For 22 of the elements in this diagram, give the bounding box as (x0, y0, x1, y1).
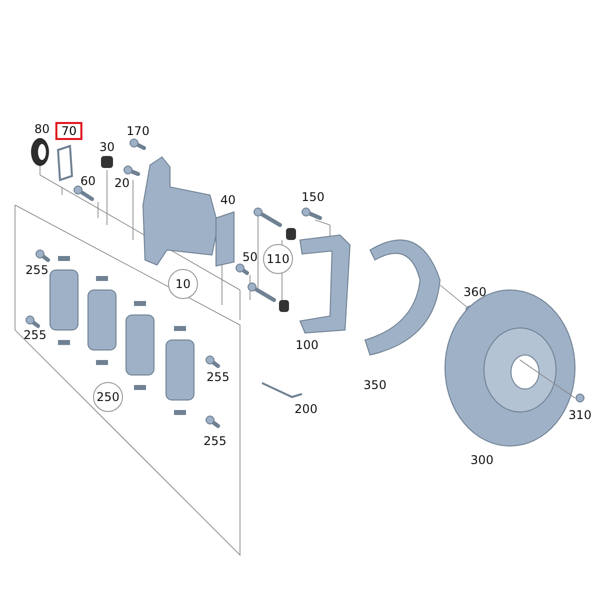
callout-number: 100 (296, 338, 318, 352)
callout-number: 50 (242, 250, 258, 264)
callout-number: 40 (220, 193, 236, 207)
callout-number: 30 (99, 140, 115, 154)
callout-number: 170 (126, 124, 150, 138)
callout-number: 60 (80, 174, 96, 188)
callout-number: 200 (294, 402, 318, 416)
callout-number: 255 (26, 263, 48, 277)
callout-number: 255 (204, 434, 226, 448)
callout-number: 80 (34, 122, 50, 136)
callout-number: 310 (568, 408, 592, 422)
callout-number: 150 (302, 190, 324, 204)
callout-number: 20 (114, 176, 130, 190)
group-callout-number: 10 (168, 269, 198, 299)
highlighted-callout-number: 70 (55, 122, 83, 140)
group-callout-number: 110 (263, 244, 293, 274)
group-callout-number: 250 (93, 382, 123, 412)
callout-number: 350 (364, 378, 386, 392)
callout-number: 300 (470, 453, 494, 467)
callout-number: 255 (206, 370, 230, 384)
callout-number: 360 (464, 285, 486, 299)
callout-number: 255 (24, 328, 46, 342)
